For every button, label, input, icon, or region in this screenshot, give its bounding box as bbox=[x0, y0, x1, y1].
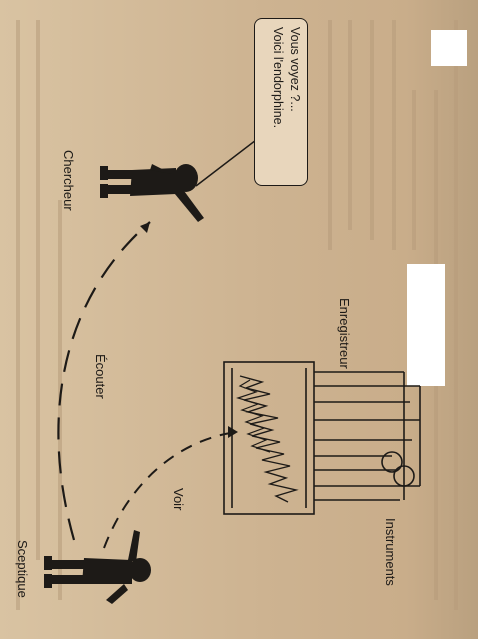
speech-line-1: Vous voyez ?... bbox=[288, 27, 302, 112]
redaction-block-middle bbox=[407, 264, 445, 386]
label-voir: Voir bbox=[171, 488, 186, 511]
speech-bubble: Vous voyez ?... Voici l'endorphine. bbox=[254, 18, 308, 186]
researcher-figure-icon bbox=[100, 164, 204, 222]
label-instruments: Instruments bbox=[383, 518, 398, 586]
speech-bubble-text: Vous voyez ?... Voici l'endorphine. bbox=[269, 27, 303, 187]
speech-bubble-tail bbox=[195, 139, 257, 187]
label-ecouter: Écouter bbox=[93, 354, 108, 399]
label-sceptique: Sceptique bbox=[15, 540, 30, 598]
listen-arrow bbox=[57, 221, 151, 541]
recorder-apparatus-icon bbox=[223, 361, 421, 515]
speech-line-2: Voici l'endorphine. bbox=[271, 27, 285, 129]
see-arrow bbox=[103, 431, 237, 549]
label-chercheur: Chercheur bbox=[61, 150, 76, 211]
skeptic-figure-icon bbox=[44, 530, 151, 604]
see-arrowhead bbox=[228, 426, 238, 438]
redaction-block-top bbox=[431, 30, 467, 66]
listen-arrowhead bbox=[140, 222, 150, 233]
label-enregistreur: Enregistreur bbox=[337, 298, 352, 369]
